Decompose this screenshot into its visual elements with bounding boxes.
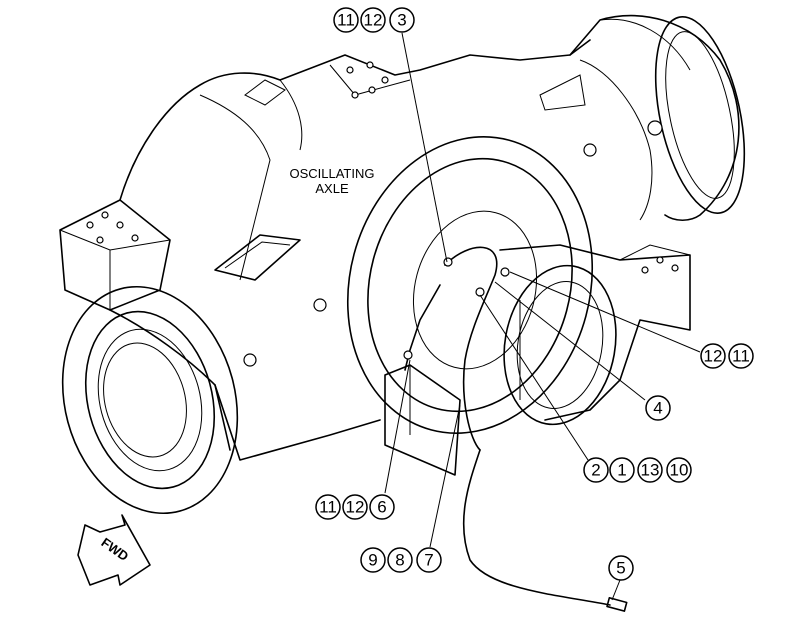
callout-number: 11	[319, 498, 337, 517]
fwd-label: FWD	[99, 535, 132, 564]
callout-number: 3	[397, 11, 406, 30]
callout-number: 1	[617, 461, 626, 480]
callout-number: 11	[337, 11, 355, 30]
callout-number: 5	[616, 559, 625, 578]
callout-balloon	[666, 457, 692, 483]
callout-balloon	[333, 7, 359, 33]
callout-right-upper: 12 11	[700, 343, 754, 369]
left-wheel-flange	[61, 285, 239, 515]
axle-housing	[59, 14, 746, 461]
callout-number: 12	[346, 498, 365, 517]
callout-number: 10	[670, 461, 689, 480]
callout-balloon	[645, 395, 671, 421]
callout-number: 13	[641, 461, 660, 480]
callout-balloon	[728, 343, 754, 369]
callout-balloon	[583, 457, 609, 483]
leader-lines	[384, 32, 701, 601]
callout-balloon	[342, 494, 368, 520]
fwd-arrow: FWD	[77, 514, 151, 586]
callout-number: 12	[704, 347, 723, 366]
callout-right-middle: 4	[645, 395, 671, 421]
callout-balloon	[360, 547, 386, 573]
callout-balloon	[389, 7, 415, 33]
callout-balloon	[608, 555, 634, 581]
callout-number: 12	[364, 11, 383, 30]
callout-balloon	[609, 457, 635, 483]
callout-number: 6	[377, 498, 386, 517]
callout-balloon	[369, 494, 395, 520]
callout-number: 4	[653, 399, 662, 418]
callout-number: 2	[591, 461, 600, 480]
bearing-housing	[499, 244, 691, 426]
center-ring	[346, 136, 594, 434]
callout-right-lower: 2 1 13 10	[583, 457, 692, 483]
callout-top: 11 12 3	[333, 7, 415, 33]
callout-balloon	[315, 494, 341, 520]
bolt-holes	[86, 61, 679, 367]
callout-balloon	[416, 547, 442, 573]
axle-label-line1: OSCILLATING	[289, 166, 374, 181]
callout-balloon	[387, 547, 413, 573]
callout-number: 7	[424, 551, 433, 570]
callout-number: 9	[368, 551, 377, 570]
callout-cable-end: 5	[608, 555, 634, 581]
callout-number: 8	[395, 551, 404, 570]
axle-label-line2: AXLE	[315, 181, 349, 196]
callout-balloon	[637, 457, 663, 483]
callout-balloon	[360, 7, 386, 33]
callout-left-lower: 11 12 6	[315, 494, 395, 520]
callout-bottom: 9 8 7	[360, 547, 442, 573]
callout-number: 11	[732, 347, 750, 366]
callout-balloon	[700, 343, 726, 369]
sensor-cable	[404, 246, 628, 612]
